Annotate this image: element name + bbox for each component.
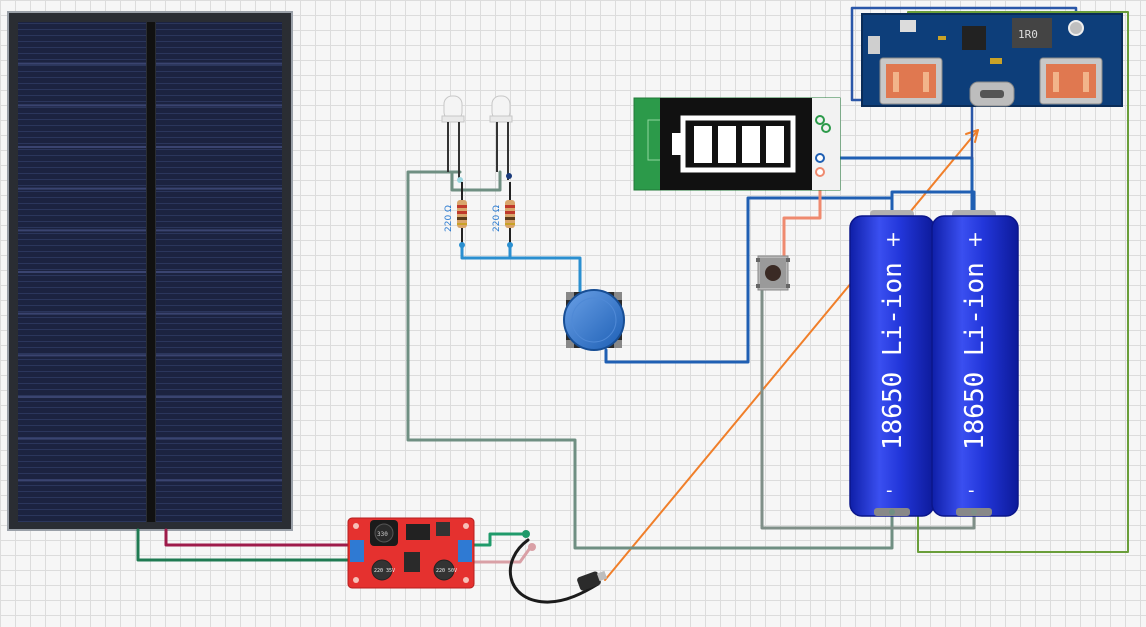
wire-switch-ground bbox=[760, 288, 976, 530]
wire-indicator-switch bbox=[782, 170, 822, 260]
resistor-left-label: 220 Ω bbox=[444, 205, 454, 232]
boost-cap-left-label: 220 35V bbox=[374, 568, 395, 574]
micro-usb-plug bbox=[577, 570, 608, 591]
resistor-right-label: 220 Ω bbox=[492, 205, 502, 232]
wire-led-cathodes bbox=[450, 170, 502, 192]
battery-left[interactable]: + 18650 Li-ion - bbox=[849, 210, 935, 517]
tactile-switch[interactable] bbox=[756, 255, 790, 291]
wire-orange-charge bbox=[604, 129, 979, 581]
wire-boost-out-pink bbox=[470, 546, 532, 564]
wire-led-to-button bbox=[460, 243, 582, 294]
boost-cap-right-label: 220 50V bbox=[436, 568, 457, 574]
wire-solar-positive bbox=[164, 528, 354, 550]
resistor-right bbox=[505, 182, 515, 248]
battery-left-label: 18650 Li-ion bbox=[878, 262, 908, 450]
charger-module[interactable]: 1R0 bbox=[861, 13, 1123, 107]
wire-boost-out-green bbox=[470, 532, 528, 547]
charger-inductor-label: 1R0 bbox=[1018, 28, 1038, 41]
wire-gray-loop bbox=[406, 170, 894, 550]
boost-inductor-label: 330 bbox=[377, 531, 388, 538]
led-right[interactable]: 220 Ω bbox=[489, 95, 515, 248]
battery-right-plus: + bbox=[967, 227, 984, 251]
usb-cable bbox=[508, 538, 600, 604]
battery-right[interactable]: + 18650 Li-ion - bbox=[931, 210, 1019, 517]
battery-level-indicator bbox=[633, 97, 841, 191]
battery-right-minus: - bbox=[968, 480, 975, 501]
solar-panel[interactable] bbox=[7, 11, 293, 531]
wire-button-to-battery bbox=[604, 196, 894, 364]
boost-converter[interactable]: 330 220 35V 220 50V bbox=[347, 517, 475, 589]
resistor-left bbox=[457, 182, 467, 248]
wires bbox=[136, 6, 1129, 604]
battery-left-minus: - bbox=[886, 480, 893, 501]
push-button[interactable] bbox=[563, 289, 625, 351]
battery-right-label: 18650 Li-ion bbox=[960, 262, 990, 450]
battery-left-plus: + bbox=[885, 227, 902, 251]
led-left[interactable]: 220 Ω bbox=[441, 95, 467, 248]
